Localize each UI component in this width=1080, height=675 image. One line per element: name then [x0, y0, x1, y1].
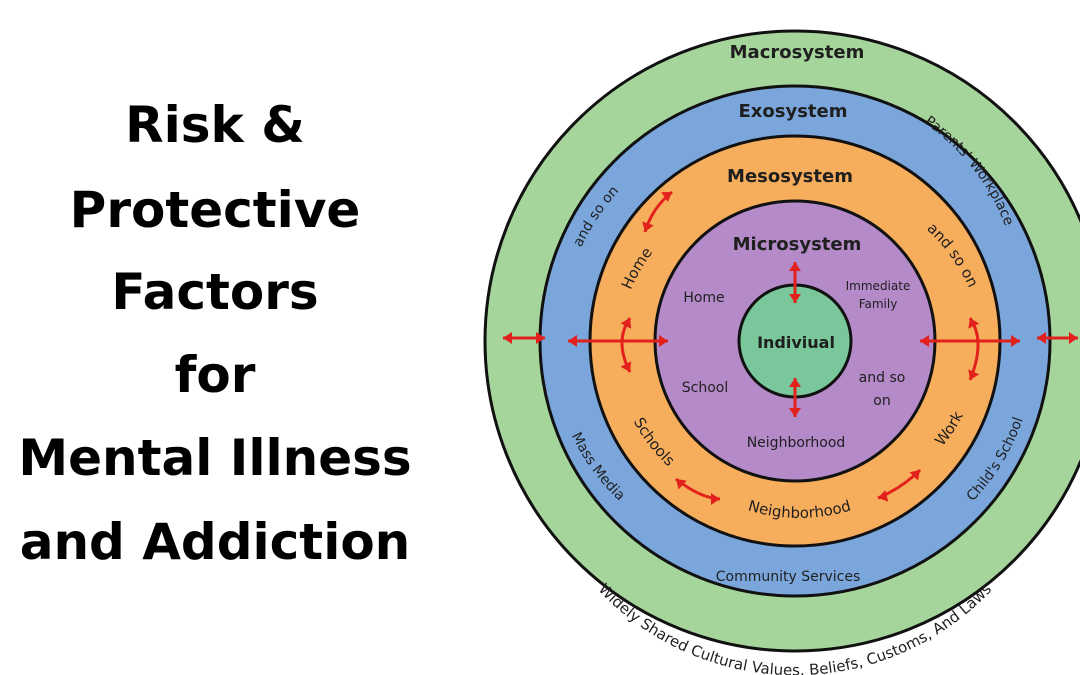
arrow-head: [503, 332, 512, 344]
arrow-head: [676, 479, 687, 490]
title-line-5: Mental Illness: [18, 429, 412, 487]
micro-immediate-label: Immediate: [846, 279, 911, 293]
micro-family-label: Family: [859, 297, 898, 311]
micro-home-label: Home: [683, 290, 724, 306]
title-line-2: Protective: [69, 181, 361, 239]
arrow-head: [642, 221, 654, 232]
microsystem-label: Microsystem: [733, 234, 862, 255]
arrow-head: [620, 318, 632, 329]
micro-and-so-label: and so: [859, 370, 906, 386]
arrow-head: [1069, 332, 1078, 344]
title-block: Risk & Protective Factors for Mental Ill…: [0, 0, 430, 675]
arrow-head: [920, 335, 929, 347]
arrow-head: [661, 192, 672, 203]
arrow-head: [789, 378, 801, 387]
micro-on-label: on: [873, 393, 890, 409]
arrow-head: [711, 493, 720, 505]
title-line-4: for: [174, 346, 256, 404]
arrow-head: [1011, 335, 1020, 347]
arrow-head: [789, 294, 801, 303]
arrow-head: [536, 332, 545, 344]
arrow-head: [1037, 332, 1046, 344]
arrow-head: [878, 490, 889, 502]
arrow-head: [968, 369, 980, 380]
title-line-1: Risk &: [125, 96, 305, 154]
arrow-head: [789, 262, 801, 271]
micro-neighborhood-label: Neighborhood: [747, 435, 846, 451]
arrow-head: [909, 470, 920, 481]
exo-community-services-label: Community Services: [716, 569, 861, 585]
arrow-head: [620, 361, 632, 372]
arrow-head: [568, 335, 577, 347]
title-line-3: Factors: [111, 263, 319, 321]
macrosystem-label: Macrosystem: [730, 42, 865, 63]
individual-label: Indiviual: [757, 333, 835, 352]
exosystem-label: Exosystem: [738, 101, 847, 122]
arrow-head: [659, 335, 668, 347]
arrow-head: [968, 318, 980, 329]
arrow-head: [789, 408, 801, 417]
mesosystem-label: Mesosystem: [727, 166, 853, 187]
micro-school-label: School: [682, 380, 728, 396]
title-line-6: and Addiction: [19, 513, 411, 571]
interaction-arrows: [503, 190, 1078, 505]
